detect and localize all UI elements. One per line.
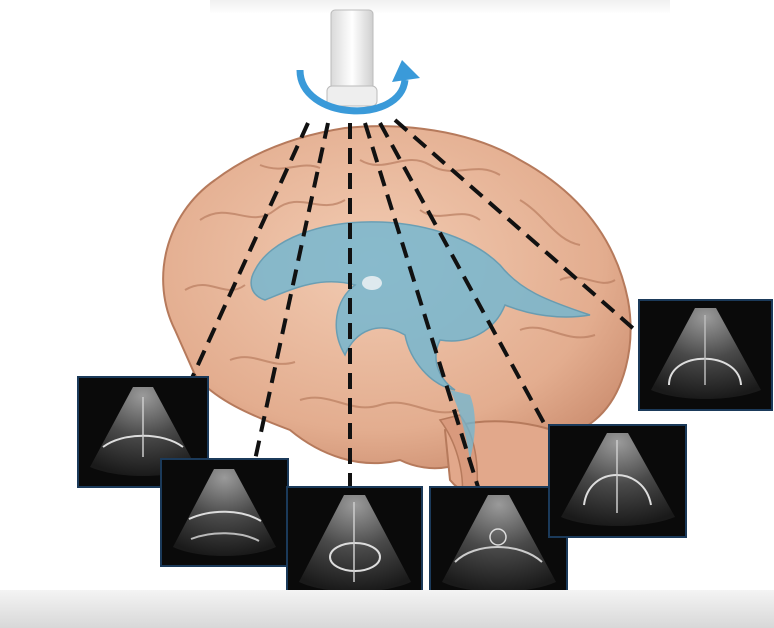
ultrasound-probe-icon: [327, 10, 377, 106]
ultrasound-panel-5: [549, 425, 686, 537]
bottom-bar: [0, 590, 774, 628]
ultrasound-panel-3: [287, 487, 422, 604]
ultrasound-panel-6: [639, 300, 772, 410]
foramen: [362, 276, 382, 290]
ultrasound-panel-2: [161, 459, 288, 566]
ultrasound-panel-4: [430, 487, 567, 604]
